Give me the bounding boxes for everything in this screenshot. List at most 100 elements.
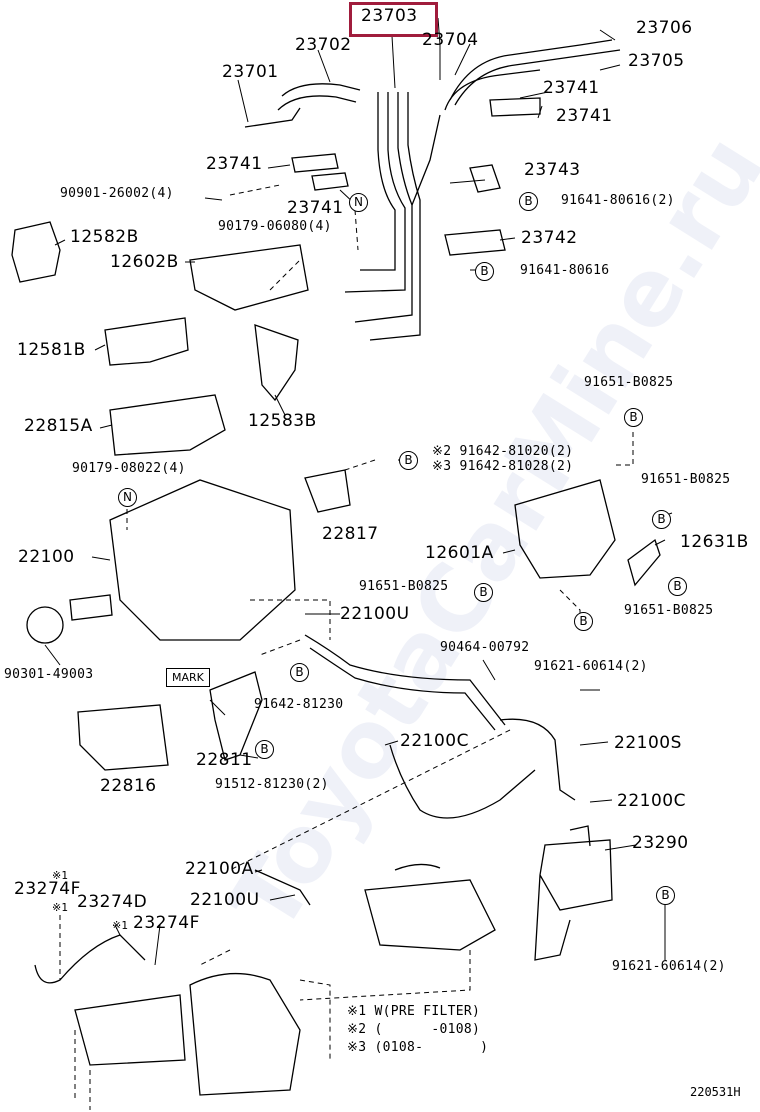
bracket-12631B [627,538,661,587]
part-label-22817[interactable]: 22817 [322,524,379,544]
leader-dashed-3 [559,432,634,620]
leader-dashed-4 [250,599,331,656]
part-label-22816[interactable]: 22816 [100,776,157,796]
part-label-23741-d[interactable]: 23741 [287,198,344,218]
circle-b-marker: B [290,663,309,682]
part-label-23741-c[interactable]: 23741 [206,154,263,174]
part-label-91651-a[interactable]: 91651-B0825 [584,375,674,390]
part-label-91642-b[interactable]: ※3 91642-81028(2) [432,459,574,474]
part-label-23705[interactable]: 23705 [628,51,685,71]
fuel-injection-pipe-lines [344,92,421,341]
footnote-marker-1: ※1 [52,901,68,914]
leader-dashed-5 [59,729,511,980]
bracket-22817 [304,469,351,513]
part-label-91642-c[interactable]: 91642-81230 [254,697,344,712]
leader-dashed-1 [229,184,359,291]
footnotes: ※1 W(PRE FILTER) ※2 ( -0108) ※3 (0108- ) [347,1005,488,1054]
part-label-91512[interactable]: 91512-81230(2) [215,777,329,792]
part-label-23274F-b[interactable]: 23274F [133,913,200,933]
part-label-12601A[interactable]: 12601A [425,543,494,563]
part-label-90901[interactable]: 90901-26002(4) [60,186,174,201]
part-label-23742[interactable]: 23742 [521,228,578,248]
leader-dashed-7 [74,1030,91,1110]
part-label-23701[interactable]: 23701 [222,62,279,82]
part-label-22100[interactable]: 22100 [18,547,75,567]
part-label-22100C-b[interactable]: 22100C [617,791,686,811]
cover-12581B [104,317,189,366]
part-label-91641-b[interactable]: 91641-80616 [520,263,610,278]
bracket-12602B [189,244,309,311]
part-label-12583B[interactable]: 12583B [248,411,317,431]
highlight-box-23703 [349,2,438,37]
pump-shaft [69,594,113,621]
clamp-23741-c [489,97,541,117]
circle-b-marker: B [475,262,494,281]
part-label-91651-c[interactable]: 91651-B0825 [359,579,449,594]
part-label-90179-b[interactable]: 90179-08022(4) [72,461,186,476]
mark-label: MARK [166,668,210,687]
part-label-22811[interactable]: 22811 [196,750,253,770]
part-label-23706[interactable]: 23706 [636,18,693,38]
o-ring-90301 [26,606,64,644]
circle-b-marker: B [656,886,675,905]
footnote-marker-1: ※1 [52,869,68,882]
part-label-91641-a[interactable]: 91641-80616(2) [561,193,675,208]
part-label-23704[interactable]: 23704 [422,30,479,50]
part-label-22100U-b[interactable]: 22100U [190,890,260,910]
cover-22815A [109,394,226,456]
pipe-23706-b [454,49,621,106]
pre-filter [74,972,301,1096]
hose-22100S [304,634,576,801]
pipe-23706 [449,39,613,101]
circle-b-marker: B [399,451,418,470]
circle-b-marker: B [574,612,593,631]
cover-12582B [11,221,61,283]
part-label-12581B[interactable]: 12581B [17,340,86,360]
part-label-12582B[interactable]: 12582B [70,227,139,247]
hose-23274D [34,934,146,984]
part-label-23741-b[interactable]: 23741 [556,106,613,126]
footnote-2: ※2 ( -0108) [347,1022,481,1037]
clamp-23742 [444,229,506,256]
part-label-22100A[interactable]: 22100A [185,859,254,879]
image-code: 220531H [690,1085,741,1099]
part-label-22815A[interactable]: 22815A [24,416,93,436]
circle-n-marker: N [118,488,137,507]
hose-22100S-b [309,647,536,819]
circle-b-marker: B [652,510,671,529]
part-label-91642-a[interactable]: ※2 91642-81020(2) [432,444,574,459]
leader-dashed-6 [299,950,471,1060]
circle-b-marker: B [255,740,274,759]
part-label-23702[interactable]: 23702 [295,35,352,55]
part-label-23743[interactable]: 23743 [524,160,581,180]
part-label-91651-b[interactable]: 91651-B0825 [641,472,731,487]
part-label-91621-a[interactable]: 91621-60614(2) [534,659,648,674]
part-label-91621-b[interactable]: 91621-60614(2) [612,959,726,974]
part-label-22100S[interactable]: 22100S [614,733,682,753]
pipe-23701 [244,107,301,128]
part-label-90464[interactable]: 90464-00792 [440,640,530,655]
part-label-23741-a[interactable]: 23741 [543,78,600,98]
part-label-12631B[interactable]: 12631B [680,532,749,552]
part-label-12602B[interactable]: 12602B [110,252,179,272]
part-label-23290[interactable]: 23290 [632,833,689,853]
cover-12583B [254,324,299,402]
footnote-3: ※3 (0108- ) [347,1040,489,1055]
clamp-23743 [469,164,501,193]
pipe-long [411,69,541,206]
clamp-23741-b [311,172,349,191]
part-label-90179-a[interactable]: 90179-06080(4) [218,219,332,234]
filter-23290-top [569,825,591,847]
part-label-90301[interactable]: 90301-49003 [4,667,94,682]
part-label-91651-d[interactable]: 91651-B0825 [624,603,714,618]
part-label-23274D[interactable]: 23274D [77,892,148,912]
filter-head [364,863,496,951]
part-label-22100U[interactable]: 22100U [340,604,410,624]
circle-b-marker: B [668,577,687,596]
part-label-23703[interactable]: 23703 [361,6,418,26]
part-label-23274F-a[interactable]: 23274F [14,879,81,899]
footnote-marker-1: ※1 [112,919,128,932]
part-label-22100C-a[interactable]: 22100C [400,731,469,751]
